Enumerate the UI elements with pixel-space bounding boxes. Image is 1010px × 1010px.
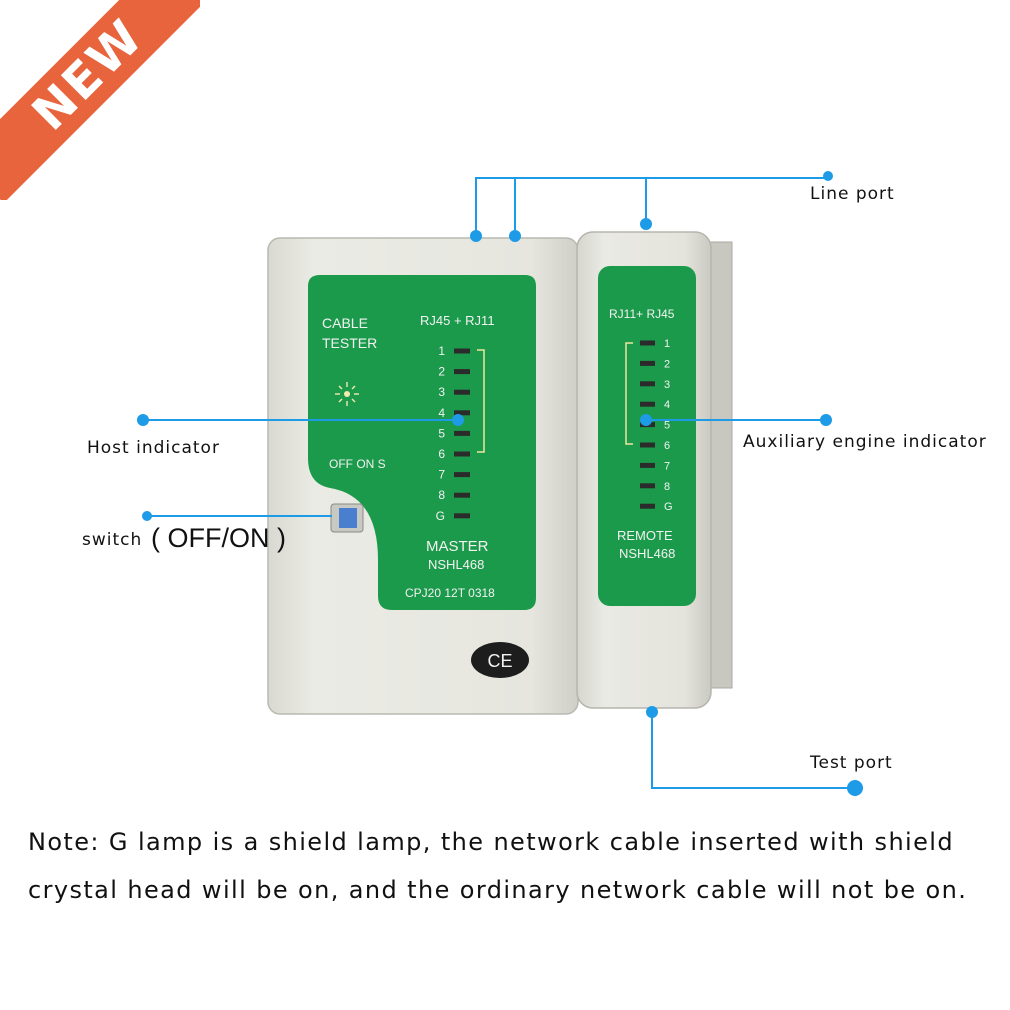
remote-led bbox=[640, 503, 655, 509]
master-led bbox=[454, 348, 470, 354]
master-led bbox=[454, 430, 470, 436]
line-port-dot-1 bbox=[470, 230, 482, 242]
remote-led-bracket bbox=[625, 342, 633, 445]
test-port-dot-start bbox=[646, 706, 658, 718]
remote-led bbox=[640, 442, 655, 448]
master-title-line1: CABLE bbox=[322, 315, 368, 331]
master-green-panel bbox=[308, 275, 536, 610]
remote-led-label: 4 bbox=[664, 399, 670, 411]
remote-led bbox=[640, 360, 655, 366]
line-port-dot-3 bbox=[640, 218, 652, 230]
master-led-label: 5 bbox=[438, 426, 445, 440]
master-led-label: 7 bbox=[438, 468, 445, 482]
note-line-2: crystal head will be on, and the ordinar… bbox=[28, 876, 968, 904]
remote-led-label: 6 bbox=[664, 440, 670, 452]
remote-name: REMOTE bbox=[617, 528, 673, 543]
master-code: CPJ20 12T 0318 bbox=[405, 586, 495, 600]
master-title-line2: TESTER bbox=[322, 335, 377, 351]
remote-led bbox=[640, 340, 655, 346]
line-port-callout bbox=[475, 177, 828, 236]
remote-led-label: 2 bbox=[664, 358, 670, 370]
auxiliary-indicator-label: Auxiliary engine indicator bbox=[743, 432, 987, 452]
remote-led-label: 8 bbox=[664, 481, 670, 493]
remote-model: NSHL468 bbox=[619, 546, 675, 561]
switch-label: switch bbox=[82, 530, 143, 550]
remote-green-panel bbox=[598, 266, 696, 606]
switch-dot bbox=[142, 511, 152, 521]
master-led bbox=[454, 410, 470, 416]
test-port-dot-end bbox=[847, 780, 863, 796]
remote-led-label: 1 bbox=[664, 338, 670, 350]
master-led-label: 4 bbox=[438, 406, 445, 420]
line-port-dot-end bbox=[823, 171, 833, 181]
switch-state-label: ( OFF/ON ) bbox=[151, 523, 286, 553]
callout-lines bbox=[144, 177, 854, 789]
auxiliary-indicator-dot-end bbox=[820, 414, 832, 426]
remote-led-label: 7 bbox=[664, 460, 670, 472]
remote-led bbox=[640, 462, 655, 468]
host-indicator-dot-start bbox=[137, 414, 149, 426]
ce-mark: CE bbox=[487, 651, 512, 671]
remote-led-label: G bbox=[664, 501, 673, 513]
ce-mark-oval bbox=[471, 642, 529, 678]
master-led-label: 2 bbox=[438, 365, 445, 379]
line-port-dot-2 bbox=[509, 230, 521, 242]
master-name: MASTER bbox=[426, 538, 489, 555]
master-led-label: 8 bbox=[438, 488, 445, 502]
remote-led-label: 5 bbox=[664, 420, 670, 432]
master-led-label: 3 bbox=[438, 385, 445, 399]
master-led-label: 1 bbox=[438, 344, 445, 358]
host-indicator-label: Host indicator bbox=[87, 438, 220, 458]
callout-dots bbox=[137, 171, 863, 796]
host-indicator-dot-end bbox=[452, 414, 464, 426]
master-led-column: 1 2 3 4 5 6 7 8G bbox=[436, 344, 470, 523]
master-led-label: 6 bbox=[438, 447, 445, 461]
note-line-1: Note: G lamp is a shield lamp, the netwo… bbox=[28, 828, 954, 856]
remote-led bbox=[640, 381, 655, 387]
master-led-label: G bbox=[436, 509, 445, 523]
master-model: NSHL468 bbox=[428, 557, 484, 572]
remote-connector-label: RJ11+ RJ45 bbox=[609, 307, 675, 321]
remote-led bbox=[640, 401, 655, 407]
master-connector-label: RJ45 + RJ11 bbox=[420, 313, 495, 328]
master-led bbox=[454, 492, 470, 498]
remote-led-label: 3 bbox=[664, 379, 670, 391]
master-switch-text: OFF ON S bbox=[329, 457, 386, 471]
remote-led bbox=[640, 483, 655, 489]
line-port-label: Line port bbox=[810, 184, 895, 204]
power-indicator-icon bbox=[335, 382, 359, 406]
master-led bbox=[454, 472, 470, 478]
master-led bbox=[454, 513, 470, 519]
auxiliary-indicator-dot-start bbox=[640, 414, 652, 426]
remote-side-rail bbox=[707, 241, 733, 689]
master-led bbox=[454, 369, 470, 375]
master-led bbox=[454, 451, 470, 457]
test-port-callout bbox=[651, 712, 854, 789]
power-switch-knob[interactable] bbox=[339, 508, 357, 528]
test-port-label: Test port bbox=[810, 753, 893, 773]
master-led-bracket bbox=[477, 349, 485, 453]
master-led bbox=[454, 389, 470, 395]
